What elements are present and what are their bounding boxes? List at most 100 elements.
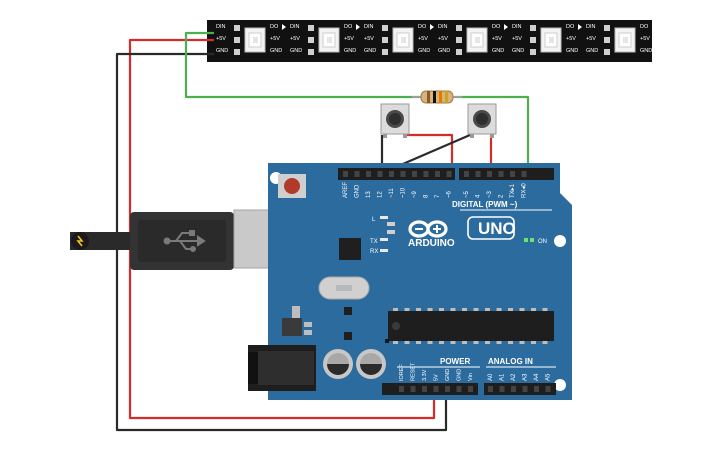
digital-pin-socket[interactable]: [377, 171, 383, 177]
led-pin-label: GND: [512, 48, 524, 54]
analog-pin-label: A3: [523, 373, 529, 381]
power-pin-socket[interactable]: [445, 386, 450, 392]
digital-pin-socket[interactable]: [400, 171, 406, 177]
digital-pin-label: GND: [355, 184, 361, 198]
push-button-1[interactable]: [380, 103, 410, 138]
led-pin-label: DO: [640, 24, 649, 30]
digital-pin-socket[interactable]: [510, 171, 515, 177]
digital-pin-socket[interactable]: [435, 171, 440, 177]
digital-pin-label: TX▸1: [510, 183, 516, 198]
wire-5v-red[interactable]: [128, 38, 436, 420]
led-pin-label: DO: [566, 24, 575, 30]
arrow-right-icon: [430, 24, 434, 30]
model-text: UNO: [478, 219, 516, 238]
digital-pin-label: 4: [476, 194, 482, 198]
wire-btn1-red[interactable]: [407, 133, 454, 173]
led-pin-label: GND: [290, 48, 302, 54]
digital-pin-label: 7: [435, 194, 441, 198]
arduino-uno-board[interactable]: ARDUINO UNO DIGITAL (PWM ~) ANALOG IN PO…: [248, 163, 572, 400]
analog-pin-label: A2: [511, 373, 517, 381]
capacitor-2: [356, 349, 386, 379]
digital-pin-socket[interactable]: [412, 171, 417, 177]
reset-button[interactable]: [278, 174, 306, 198]
led-pin-label: GND: [216, 48, 228, 54]
digital-pin-socket[interactable]: [343, 171, 348, 177]
rx-led-label: RX: [370, 249, 378, 255]
led-pin-label: GND: [640, 48, 652, 54]
power-pin-socket[interactable]: [433, 386, 439, 392]
dc-power-jack[interactable]: [248, 345, 316, 391]
analog-pin-socket[interactable]: [488, 386, 493, 392]
digital-pin-label: ~9: [412, 190, 418, 198]
power-icon: [76, 235, 84, 247]
led-pin-label: GND: [438, 48, 450, 54]
digital-pin-socket[interactable]: [446, 171, 452, 177]
wire-data-green-2[interactable]: [455, 95, 530, 173]
power-pin-label: GND: [445, 369, 451, 381]
power-pin-label: Vin: [468, 373, 474, 381]
usb-chip: [339, 238, 361, 260]
wire-gnd-black[interactable]: [115, 52, 448, 432]
power-pin-label: GND: [457, 369, 463, 381]
resistor[interactable]: [412, 90, 462, 104]
digital-pin-socket[interactable]: [498, 171, 504, 177]
led-pin-label: GND: [492, 48, 504, 54]
analog-pin-socket[interactable]: [545, 386, 551, 392]
analog-pin-socket[interactable]: [511, 386, 516, 392]
power-pin-socket[interactable]: [399, 386, 404, 392]
power-pin-socket[interactable]: [456, 386, 462, 392]
l-led-label: L: [372, 217, 376, 223]
digital-pin-socket[interactable]: [366, 171, 371, 177]
led-pin-label: +5V: [344, 36, 354, 42]
digital-pin-label: RX◂0: [522, 183, 528, 198]
power-pin-socket[interactable]: [410, 386, 416, 392]
led-pin-label: DIN: [586, 24, 596, 30]
led-pin-label: +5V: [216, 36, 226, 42]
digital-pin-socket[interactable]: [423, 171, 429, 177]
power-pin-label: 3.3V: [422, 369, 428, 381]
analog-pin-socket[interactable]: [534, 386, 539, 392]
power-pin-socket[interactable]: [422, 386, 427, 392]
analog-header-label: ANALOG IN: [488, 357, 533, 366]
digital-pin-socket[interactable]: [487, 171, 492, 177]
led-pin-label: GND: [364, 48, 376, 54]
digital-pin-socket[interactable]: [475, 171, 481, 177]
analog-pin-socket[interactable]: [522, 386, 528, 392]
digital-pin-socket[interactable]: [389, 171, 394, 177]
usb-cable[interactable]: [70, 209, 297, 270]
power-header-label: POWER: [440, 357, 470, 366]
push-button-2[interactable]: [467, 103, 497, 138]
digital-pin-label: AREF: [343, 182, 349, 198]
digital-pin-label: ~3: [487, 190, 493, 198]
power-pin-label: 5V: [434, 374, 440, 381]
digital-header-label: DIGITAL (PWM ~): [452, 200, 518, 209]
digital-pin-label: ~10: [401, 187, 407, 198]
led-pin-label: DIN: [512, 24, 522, 30]
digital-pin-label: ~5: [464, 190, 470, 198]
led-pin-label: +5V: [492, 36, 502, 42]
digital-pin-socket[interactable]: [521, 171, 527, 177]
led-pin-label: DIN: [290, 24, 300, 30]
atmega-chip: [388, 308, 554, 344]
led-pin-label: +5V: [290, 36, 300, 42]
led-pin-label: +5V: [512, 36, 522, 42]
arrow-right-icon: [282, 24, 286, 30]
voltage-regulator: [282, 318, 302, 336]
resistor-band: [439, 91, 442, 103]
power-pin-label: RESET: [411, 362, 417, 381]
led-strip[interactable]: DIN+5VGNDDO+5VGNDDIN+5VGNDDO+5VGNDDIN+5V…: [207, 20, 656, 62]
analog-pin-socket[interactable]: [499, 386, 505, 392]
digital-pin-socket[interactable]: [464, 171, 469, 177]
power-pin-socket[interactable]: [468, 386, 473, 392]
digital-pin-socket[interactable]: [354, 171, 360, 177]
wire-data-green[interactable]: [184, 31, 419, 99]
